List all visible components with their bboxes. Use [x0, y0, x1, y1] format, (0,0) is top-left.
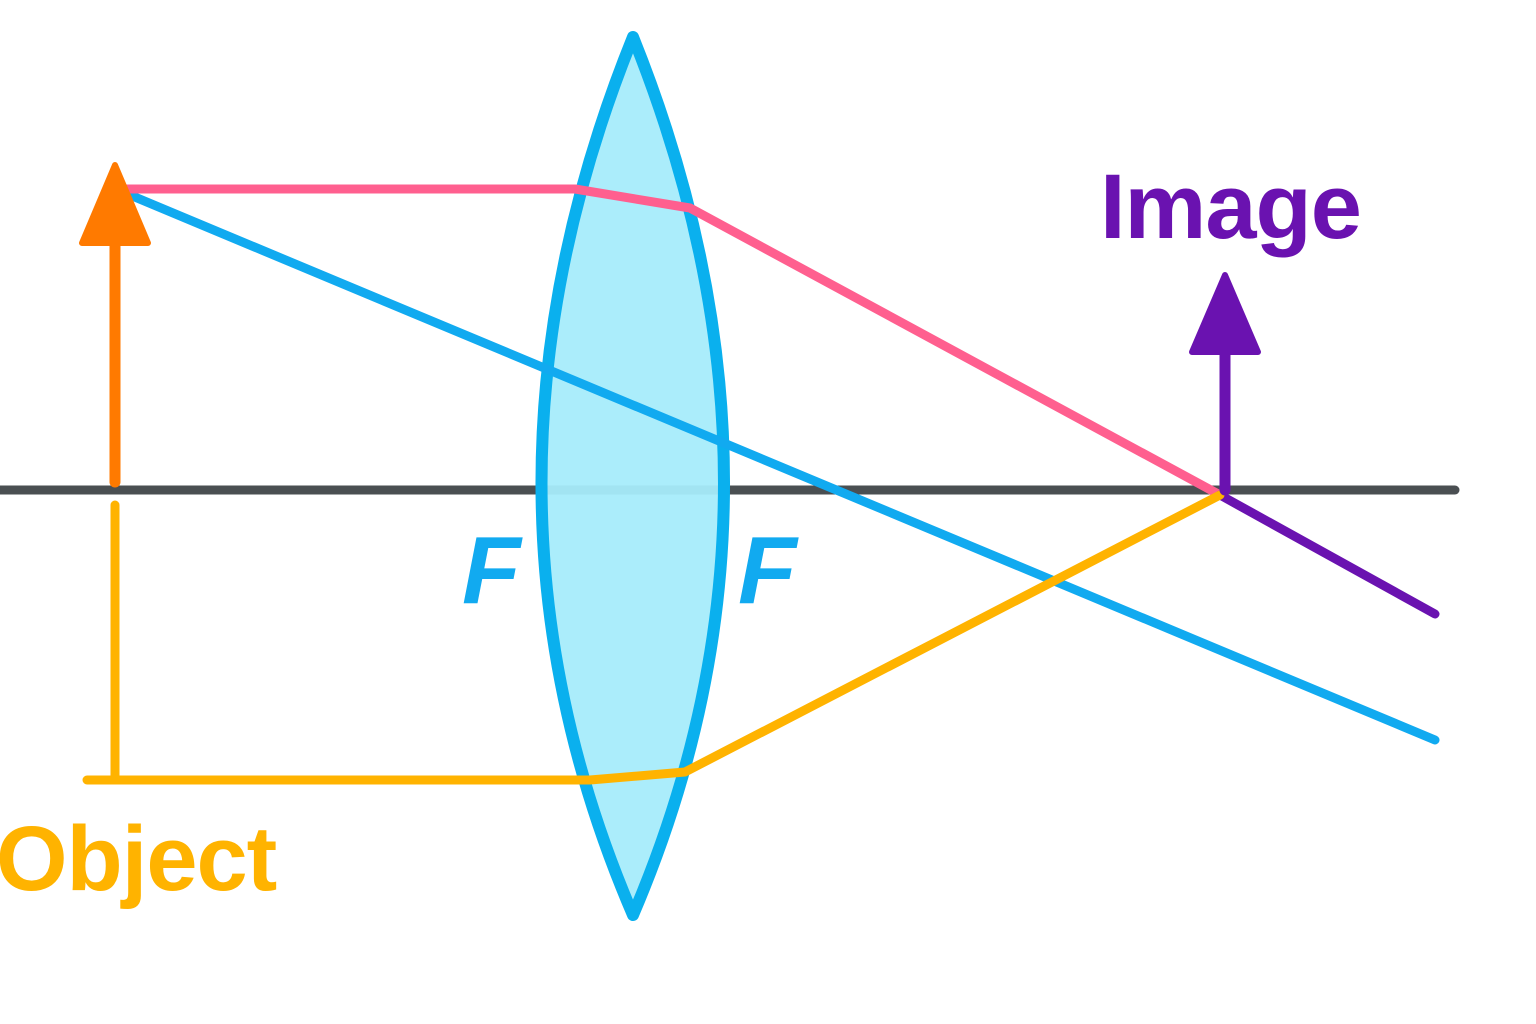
- ray-parallel-top: [113, 184, 1225, 500]
- focal-point-left-label: F: [462, 517, 523, 624]
- convex-lens: [535, 31, 730, 921]
- object-arrow: [79, 162, 151, 488]
- object-label: Object: [0, 808, 277, 910]
- ray-after-image: [1215, 490, 1440, 619]
- ray-bottom: [82, 490, 1225, 785]
- image-arrow: [1189, 272, 1261, 496]
- ray-center: [113, 185, 1440, 745]
- focal-point-right-label: F: [738, 517, 799, 624]
- image-label: Image: [1100, 156, 1361, 258]
